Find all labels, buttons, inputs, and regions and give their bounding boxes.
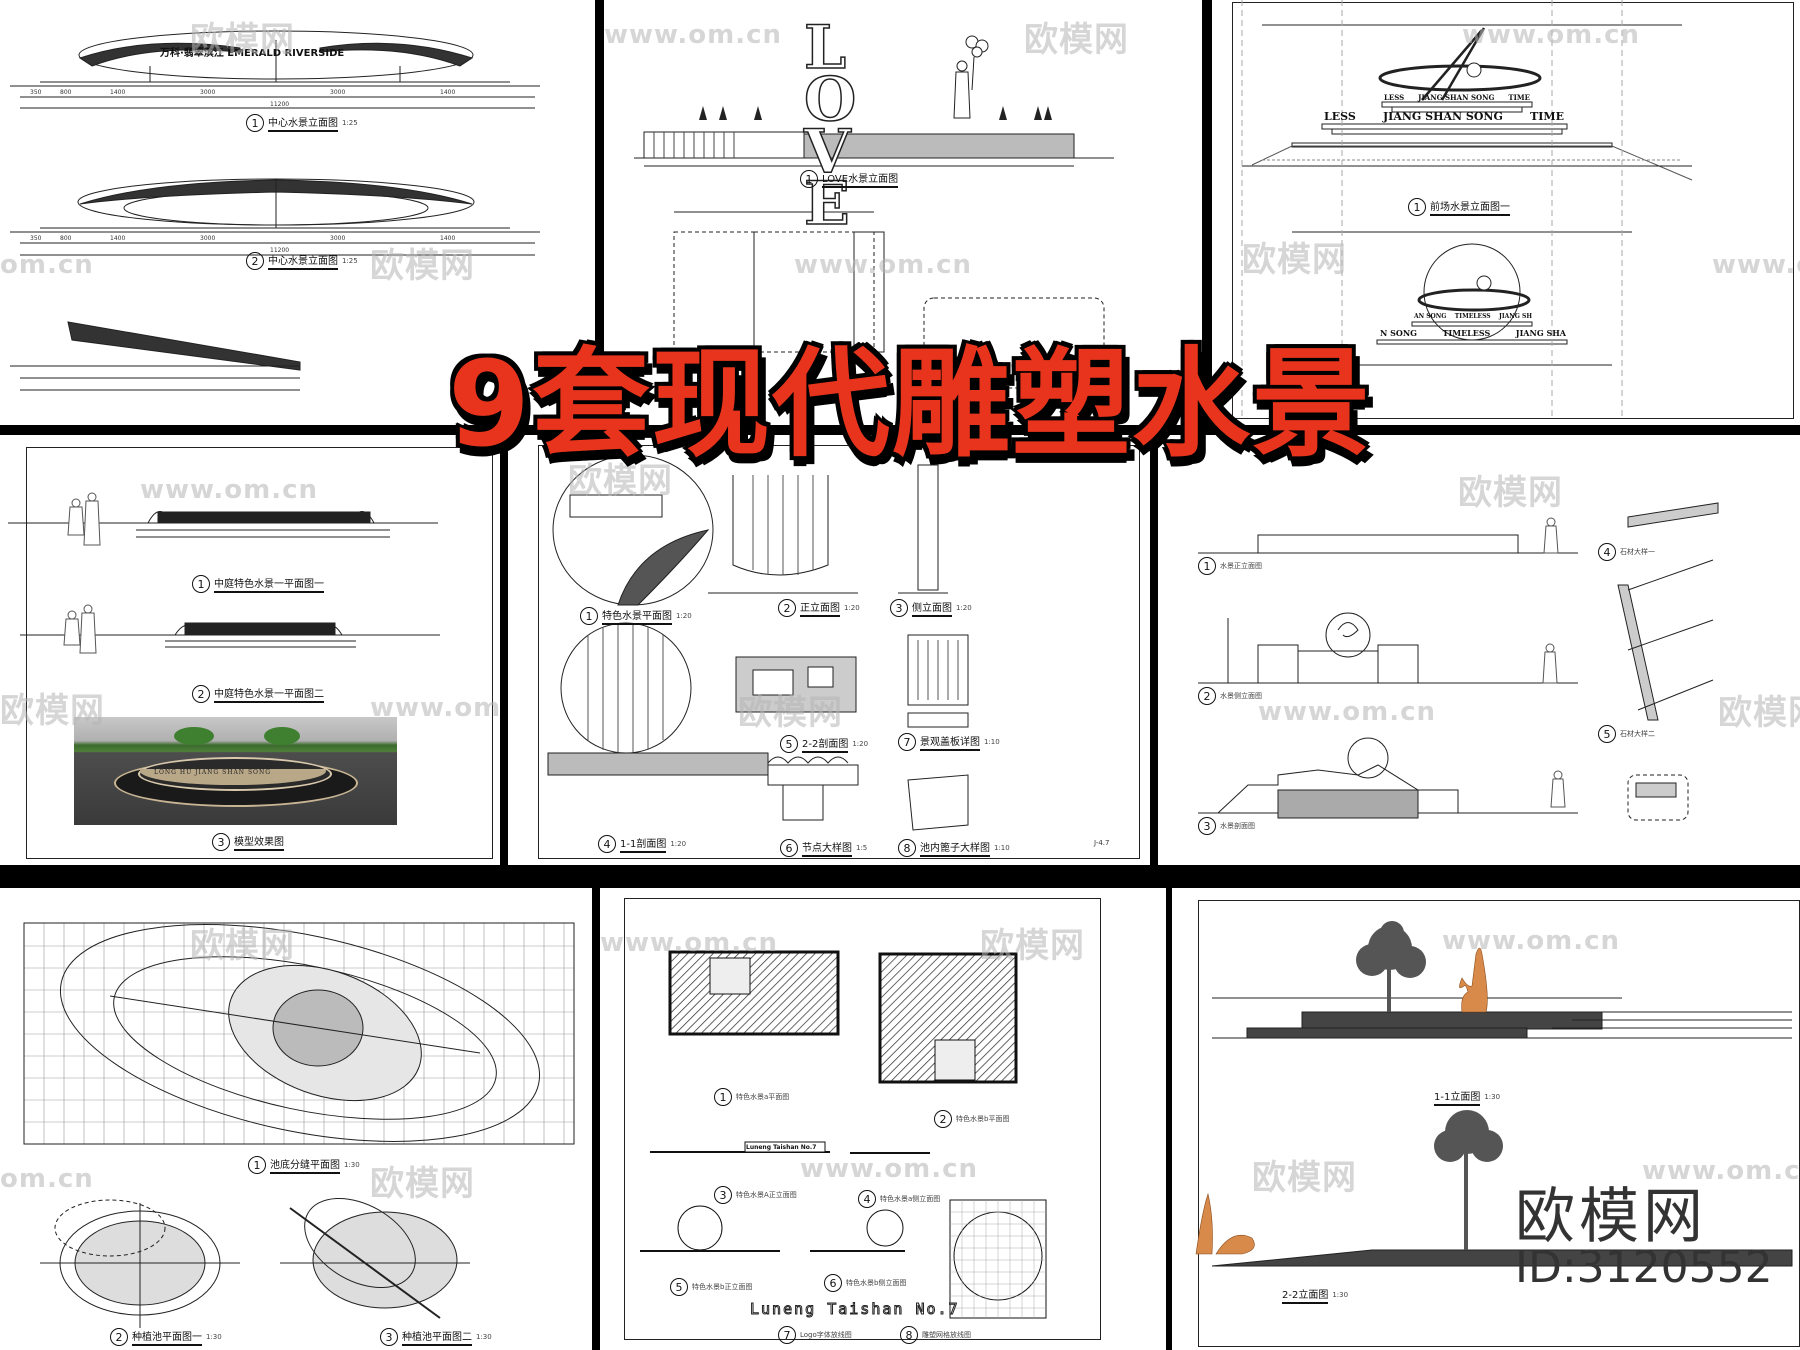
panel-abstract-sculpture: 1-1立面图 1:30 2-2立面图 1:30 www.om.cn 欧模网 ww… bbox=[1172, 888, 1800, 1350]
emerald-riverside-drawing: 350 800 1400 3000 3000 1400 11200 350 800 1400 3… bbox=[10, 30, 540, 391]
caption-2: 2 中庭特色水景一平面图二 bbox=[192, 685, 324, 703]
fountain-render-image: LONG HU JIANG SHAN SONG bbox=[74, 717, 397, 825]
central-fountain-drawing bbox=[8, 492, 440, 654]
svg-text:3000: 3000 bbox=[330, 89, 345, 96]
caption-2: 2 中心水景立面图 1:25 bbox=[246, 252, 358, 270]
svg-text:1400: 1400 bbox=[110, 235, 125, 242]
sheet-number: J-4.7 bbox=[1094, 839, 1110, 847]
emerald-riverside-sign: 万科·翡翠滨江 EMERALD RIVERSIDE bbox=[160, 48, 345, 59]
love-sculpture-drawing bbox=[634, 35, 1114, 389]
caption-3: 3 模型效果图 bbox=[212, 833, 284, 851]
caption-4: 4 石材大样一 bbox=[1598, 543, 1655, 561]
panel-round-feature: 1 特色水景平面图 1:20 2 正立面图 1:20 3 侧立面图 1:20 4… bbox=[508, 435, 1150, 865]
caption-love: 1 LOVE水景立面图 bbox=[800, 170, 899, 188]
sheet-frame bbox=[1232, 2, 1794, 419]
caption-8: 8 池内篦子大样图 1:10 bbox=[898, 839, 1010, 857]
caption-1: 1 池底分缝平面图 1:30 bbox=[248, 1156, 360, 1174]
main-title: 9套现代雕塑水景 bbox=[445, 332, 1373, 476]
caption-2: 2 正立面图 1:20 bbox=[778, 599, 860, 617]
panel-emerald-riverside: 350 800 1400 3000 3000 1400 11200 350 800 1400 3… bbox=[0, 0, 595, 425]
band-labels-1: LESS JIANG SHAN SONG TIME bbox=[1384, 93, 1530, 102]
caption-1: 1 中庭特色水景一平面图一 bbox=[192, 575, 324, 593]
panel-luneng-taishan: Luneng Taishan No.7 Luneng Taishan No.7 … bbox=[600, 888, 1166, 1350]
svg-text:350: 350 bbox=[30, 235, 42, 242]
svg-text:800: 800 bbox=[60, 89, 72, 96]
logo-text-large: Luneng Taishan No.7 bbox=[750, 1300, 960, 1319]
sheet-frame bbox=[538, 445, 1140, 859]
caption-jss: 1 前场水景立面图一 bbox=[1408, 198, 1510, 216]
svg-text:3000: 3000 bbox=[200, 89, 215, 96]
caption-2: 2 种植池平面图一 1:30 bbox=[110, 1328, 222, 1346]
title-banner: 9套现代雕塑水景 bbox=[210, 318, 1610, 476]
sheet-frame bbox=[26, 447, 493, 859]
svg-text:3000: 3000 bbox=[200, 235, 215, 242]
wave-disc-drawing bbox=[1198, 502, 1719, 821]
caption-1: 1 中心水景立面图 1:25 bbox=[246, 114, 358, 132]
svg-text:1400: 1400 bbox=[110, 89, 125, 96]
jiang-shan-song-drawing bbox=[1241, 0, 1693, 420]
love-letters: LOVE bbox=[803, 13, 857, 239]
caption-1: 1 特色水景平面图 1:20 bbox=[580, 607, 692, 625]
caption-2: 2 水景侧立面图 bbox=[1198, 687, 1262, 705]
svg-text:11200: 11200 bbox=[270, 247, 289, 254]
caption-2-2: 2-2立面图 1:30 bbox=[1282, 1286, 1348, 1304]
caption-3: 3 侧立面图 1:20 bbox=[890, 599, 972, 617]
panel-pool-floor-plans: 1 池底分缝平面图 1:30 2 种植池平面图一 1:30 3 种植池平面图二 … bbox=[0, 888, 592, 1350]
pool-floor-drawing bbox=[23, 922, 575, 1328]
band-labels-3: AN SONG TIMELESS JIANG SH bbox=[1414, 313, 1532, 320]
round-feature-drawing bbox=[547, 454, 969, 831]
caption-1-1: 1-1立面图 1:30 bbox=[1434, 1088, 1500, 1106]
caption-1: 1 水景正立面图 bbox=[1198, 557, 1262, 575]
asset-id: ID:3120552 bbox=[1515, 1242, 1773, 1293]
brand-logo-text: 欧模网 bbox=[1515, 1182, 1707, 1252]
render-inscription: LONG HU JIANG SHAN SONG bbox=[154, 769, 272, 776]
panel-central-fountain: LONG HU JIANG SHAN SONG 1 中庭特色水景一平面图一 2 … bbox=[0, 435, 500, 865]
svg-text:1400: 1400 bbox=[440, 235, 455, 242]
caption-3: 3 种植池平面图二 1:30 bbox=[380, 1328, 492, 1346]
sheet-frame bbox=[624, 898, 1101, 1340]
caption-7: 7 景观盖板详图 1:10 bbox=[898, 733, 1000, 751]
svg-text:1400: 1400 bbox=[440, 89, 455, 96]
svg-text:11200: 11200 bbox=[270, 101, 289, 108]
svg-text:350: 350 bbox=[30, 89, 42, 96]
luneng-taishan-drawing bbox=[640, 950, 1047, 1319]
caption-3: 3 水景剖面图 bbox=[1198, 817, 1255, 835]
caption-5: 5 2-2剖面图 1:20 bbox=[780, 735, 868, 753]
panel-wave-disc-fountain: 1 水景正立面图 2 水景侧立面图 3 水景剖面图 4 石材大样一 5 石材大样… bbox=[1158, 435, 1800, 865]
caption-6: 6 节点大样图 1:5 bbox=[780, 839, 867, 857]
band-labels-2: LESS JIANG SHAN SONG TIME bbox=[1324, 110, 1564, 123]
svg-text:800: 800 bbox=[60, 235, 72, 242]
logo-text-small: Luneng Taishan No.7 bbox=[746, 1144, 817, 1151]
band-labels-4: N SONG TIMELESS JIANG SHA bbox=[1380, 328, 1566, 338]
caption-5: 5 石材大样二 bbox=[1598, 725, 1655, 743]
abstract-sculpture-drawing bbox=[1195, 921, 1793, 1267]
svg-text:3000: 3000 bbox=[330, 235, 345, 242]
caption-4: 4 1-1剖面图 1:20 bbox=[598, 835, 686, 853]
